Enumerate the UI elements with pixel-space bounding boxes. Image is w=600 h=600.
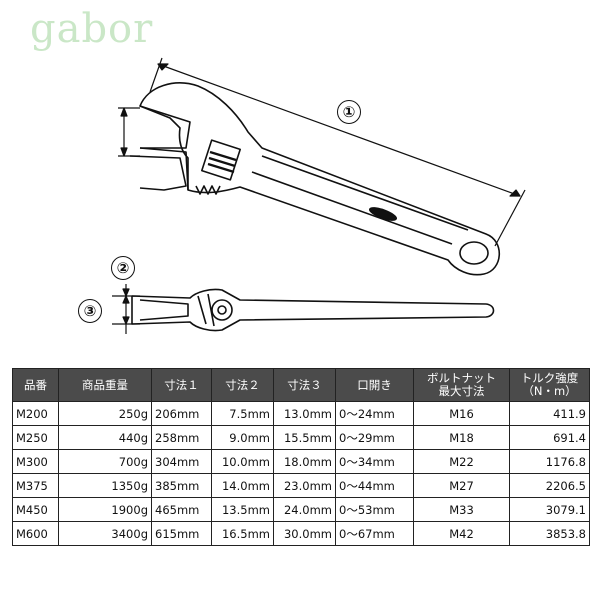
cell-weight: 700g xyxy=(58,449,152,474)
cell-dimension-3: 13.0mm xyxy=(273,401,336,426)
dimension-1-line xyxy=(149,57,526,247)
cell-max-bolt-size: M18 xyxy=(413,425,510,450)
header-dimension-1: 寸法１ xyxy=(151,368,212,402)
table-header-row: 品番 商品重量 寸法１ 寸法２ 寸法３ 口開き ボルトナット 最大寸法 トルク強… xyxy=(12,368,590,402)
cell-part-number: M375 xyxy=(12,473,59,498)
cell-dimension-2: 16.5mm xyxy=(211,521,274,546)
cell-part-number: M300 xyxy=(12,449,59,474)
wrench-diagram xyxy=(112,57,526,334)
cell-dimension-1: 465mm xyxy=(151,497,212,522)
dimension-1-label: ① xyxy=(337,100,361,124)
cell-weight: 440g xyxy=(58,425,152,450)
cell-jaw-opening: 0～24mm xyxy=(335,401,414,426)
header-jaw-opening: 口開き xyxy=(335,368,414,402)
wrench-top-view xyxy=(129,82,501,276)
cell-part-number: M450 xyxy=(12,497,59,522)
cell-dimension-1: 304mm xyxy=(151,449,212,474)
dimension-2-3-lines xyxy=(112,284,140,334)
spec-table: 品番 商品重量 寸法１ 寸法２ 寸法３ 口開き ボルトナット 最大寸法 トルク強… xyxy=(12,368,590,546)
cell-jaw-opening: 0～44mm xyxy=(335,473,414,498)
cell-max-bolt-size: M16 xyxy=(413,401,510,426)
cell-dimension-1: 258mm xyxy=(151,425,212,450)
cell-dimension-1: 206mm xyxy=(151,401,212,426)
cell-torque: 3853.8 xyxy=(509,521,590,546)
dimension-2-label: ② xyxy=(111,256,135,280)
cell-dimension-3: 24.0mm xyxy=(273,497,336,522)
cell-dimension-2: 10.0mm xyxy=(211,449,274,474)
cell-dimension-1: 385mm xyxy=(151,473,212,498)
header-torque: トルク強度 （N・m） xyxy=(509,368,590,402)
cell-part-number: M200 xyxy=(12,401,59,426)
cell-weight: 1350g xyxy=(58,473,152,498)
cell-torque: 411.9 xyxy=(509,401,590,426)
cell-dimension-3: 23.0mm xyxy=(273,473,336,498)
cell-jaw-opening: 0～67mm xyxy=(335,521,414,546)
cell-weight: 250g xyxy=(58,401,152,426)
cell-dimension-2: 14.0mm xyxy=(211,473,274,498)
header-max-bolt-size: ボルトナット 最大寸法 xyxy=(413,368,510,402)
cell-jaw-opening: 0～53mm xyxy=(335,497,414,522)
cell-dimension-3: 30.0mm xyxy=(273,521,336,546)
cell-torque: 2206.5 xyxy=(509,473,590,498)
cell-dimension-1: 615mm xyxy=(151,521,212,546)
cell-part-number: M250 xyxy=(12,425,59,450)
cell-dimension-3: 15.5mm xyxy=(273,425,336,450)
dimension-3-label: ③ xyxy=(78,299,102,323)
header-part-number: 品番 xyxy=(12,368,59,402)
cell-dimension-2: 9.0mm xyxy=(211,425,274,450)
cell-torque: 691.4 xyxy=(509,425,590,450)
watermark: gabor xyxy=(30,6,154,52)
cell-weight: 1900g xyxy=(58,497,152,522)
cell-torque: 3079.1 xyxy=(509,497,590,522)
cell-torque: 1176.8 xyxy=(509,449,590,474)
cell-jaw-opening: 0～34mm xyxy=(335,449,414,474)
cell-dimension-2: 13.5mm xyxy=(211,497,274,522)
header-weight: 商品重量 xyxy=(58,368,152,402)
jaw-dimension-line xyxy=(118,107,140,157)
cell-dimension-3: 18.0mm xyxy=(273,449,336,474)
cell-max-bolt-size: M42 xyxy=(413,521,510,546)
cell-max-bolt-size: M22 xyxy=(413,449,510,474)
cell-max-bolt-size: M27 xyxy=(413,473,510,498)
cell-dimension-2: 7.5mm xyxy=(211,401,274,426)
cell-part-number: M600 xyxy=(12,521,59,546)
header-dimension-2: 寸法２ xyxy=(211,368,274,402)
cell-jaw-opening: 0～29mm xyxy=(335,425,414,450)
cell-weight: 3400g xyxy=(58,521,152,546)
header-dimension-3: 寸法３ xyxy=(273,368,336,402)
cell-max-bolt-size: M33 xyxy=(413,497,510,522)
wrench-side-view xyxy=(131,288,495,332)
